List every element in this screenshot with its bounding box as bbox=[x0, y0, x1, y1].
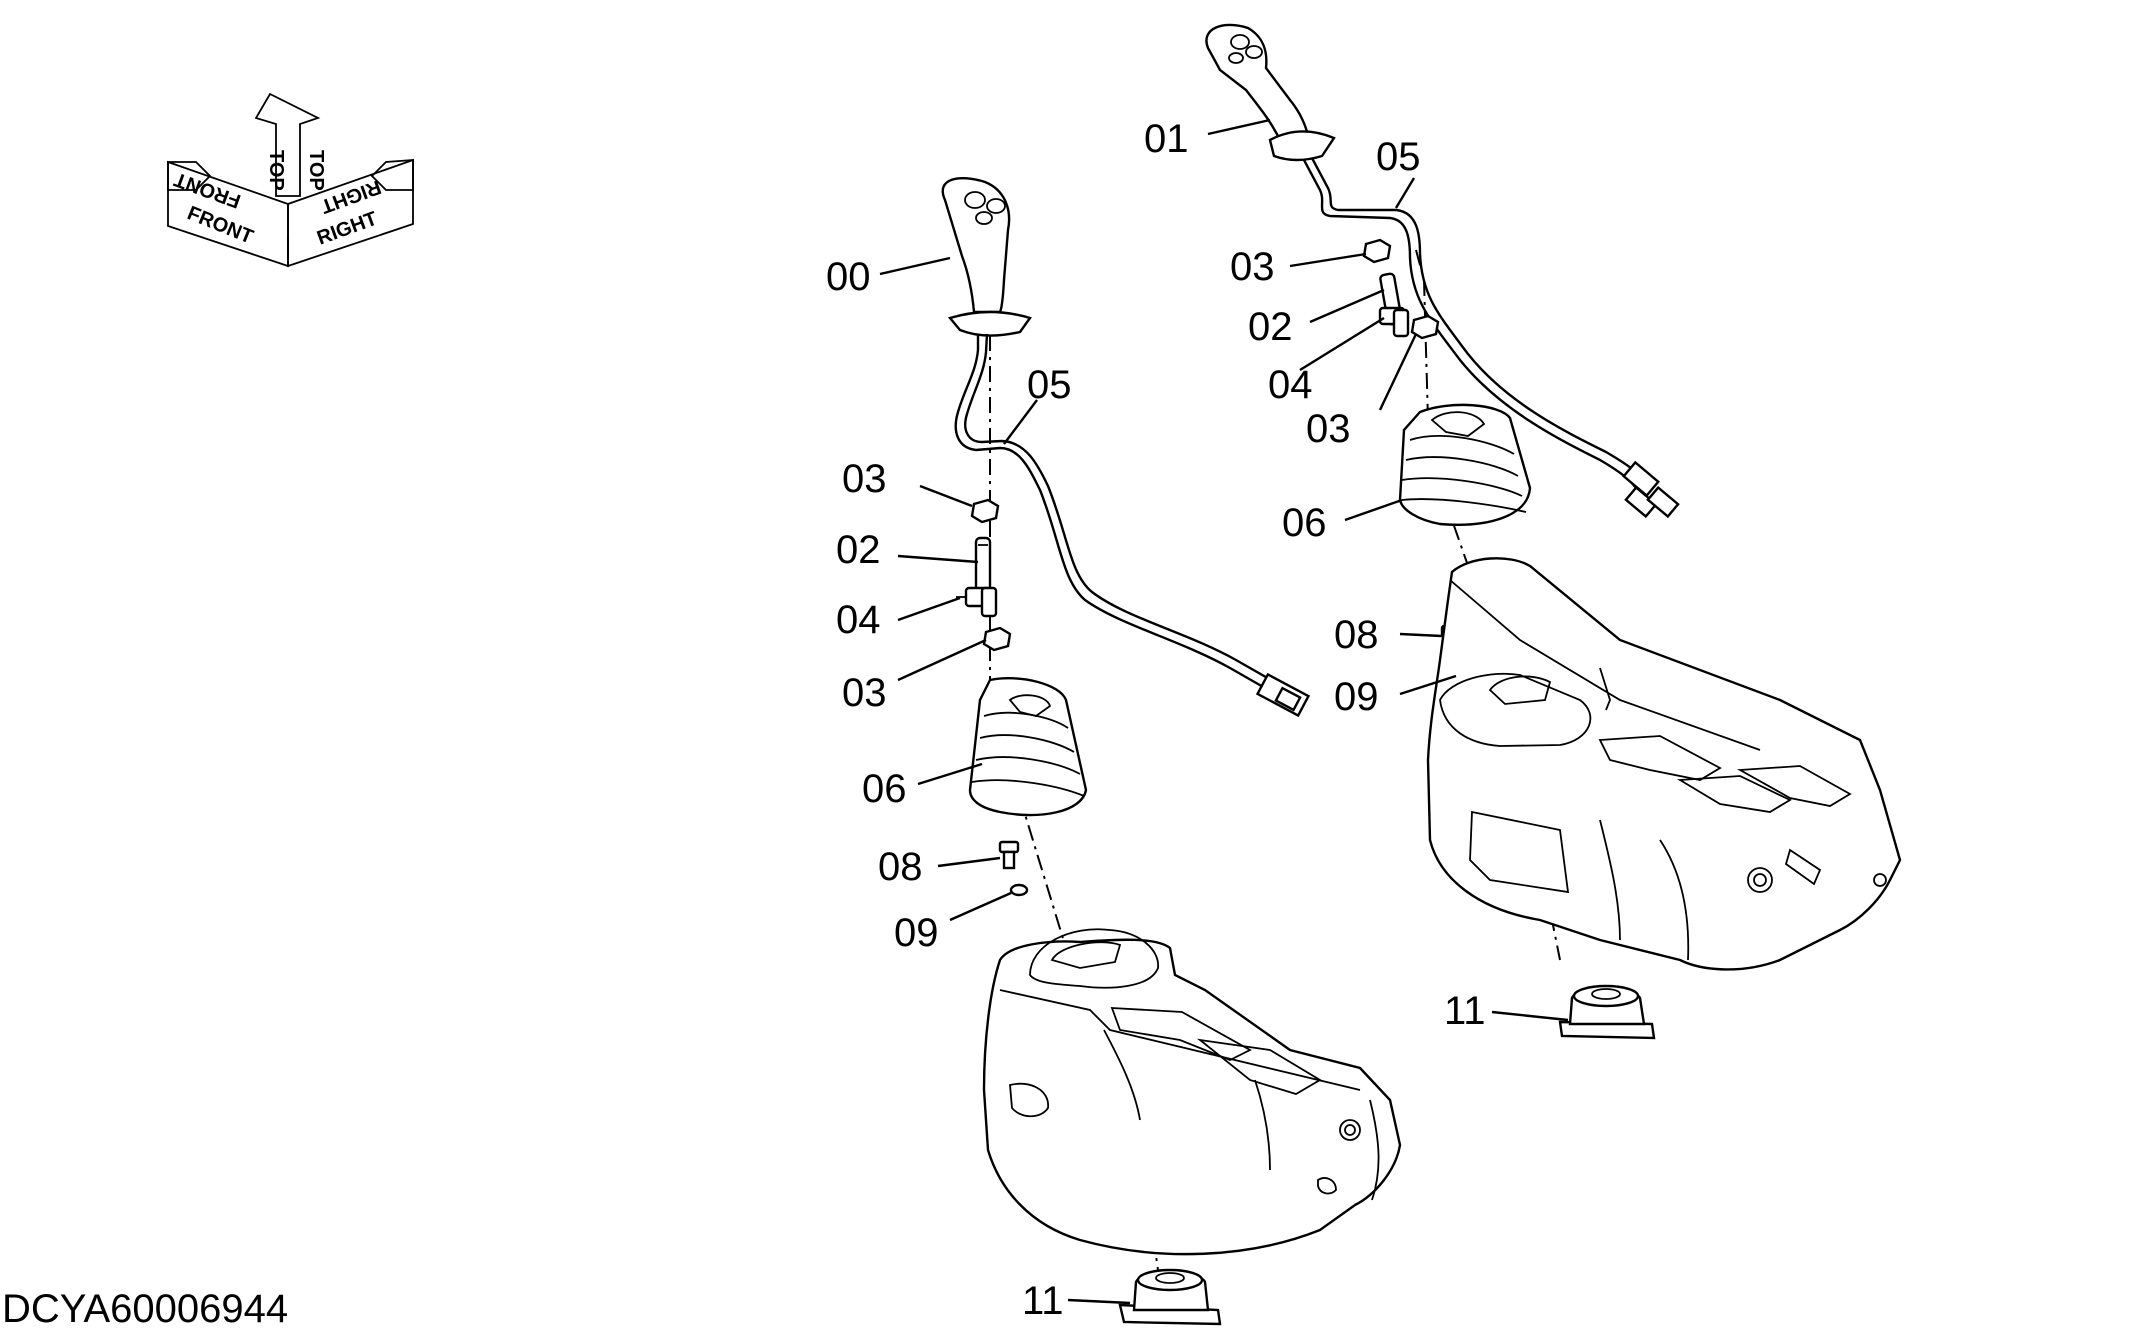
front-label: FRONT bbox=[184, 202, 256, 248]
mount-11-left bbox=[1118, 1268, 1222, 1326]
mount-11-right bbox=[1558, 984, 1656, 1040]
joystick-handle-right bbox=[1205, 23, 1336, 162]
callout-04-left: 04 bbox=[836, 598, 881, 642]
top-label: TOP bbox=[265, 150, 287, 191]
callout-11-right: 11 bbox=[1444, 989, 1486, 1033]
callout-01: 01 bbox=[1144, 117, 1189, 161]
top-label-mirrored: TOP bbox=[305, 150, 327, 191]
callout-08-left: 08 bbox=[878, 845, 923, 889]
callout-08-right: 08 bbox=[1334, 613, 1379, 657]
left-assembly: 00 05 03 02 04 03 06 08 09 11 bbox=[826, 177, 1402, 1326]
bolt-08-left bbox=[998, 840, 1020, 870]
callout-06-right: 06 bbox=[1282, 501, 1327, 545]
callout-09-left: 09 bbox=[894, 911, 939, 955]
callout-11-left: 11 bbox=[1022, 1279, 1064, 1323]
connector-right bbox=[1622, 460, 1680, 519]
connector-left bbox=[1255, 672, 1311, 718]
rubber-boot-06-right bbox=[1398, 403, 1532, 526]
callout-02-right: 02 bbox=[1248, 305, 1293, 349]
document-id: DCYA60006944 bbox=[2, 1287, 289, 1331]
callout-02-left: 02 bbox=[836, 528, 881, 572]
right-assembly: 01 05 03 02 04 03 06 08 09 11 bbox=[1144, 23, 1902, 1040]
nut-03-lower-left bbox=[982, 626, 1012, 652]
orientation-symbol: FRONT FRONT TOP TOP RIGHT RIGHT bbox=[167, 92, 414, 268]
console-left bbox=[982, 928, 1402, 1256]
callout-03-upper-left: 03 bbox=[842, 457, 887, 501]
nut-03-lower-right bbox=[1410, 314, 1440, 340]
console-right bbox=[1426, 557, 1902, 971]
callout-03-lower-left: 03 bbox=[842, 671, 887, 715]
callout-06-left: 06 bbox=[862, 767, 907, 811]
callout-03-upper-right: 03 bbox=[1230, 245, 1275, 289]
callout-05-right: 05 bbox=[1376, 135, 1421, 179]
joystick-handle-left bbox=[941, 177, 1032, 337]
callout-00: 00 bbox=[826, 255, 871, 299]
nut-03-upper-right bbox=[1362, 238, 1392, 264]
callout-05-left: 05 bbox=[1027, 363, 1072, 407]
callout-09-right: 09 bbox=[1334, 675, 1379, 719]
nut-03-upper-left bbox=[970, 498, 1000, 524]
right-label: RIGHT bbox=[314, 208, 380, 250]
fitting-04-left bbox=[956, 586, 998, 618]
callout-03-lower-right: 03 bbox=[1306, 407, 1351, 451]
fitting-04-right bbox=[1378, 306, 1410, 338]
washer-09-left bbox=[1009, 883, 1029, 897]
rubber-boot-06-left bbox=[968, 677, 1088, 817]
callout-04-right: 04 bbox=[1268, 363, 1313, 407]
sensor-02-left bbox=[974, 536, 992, 594]
